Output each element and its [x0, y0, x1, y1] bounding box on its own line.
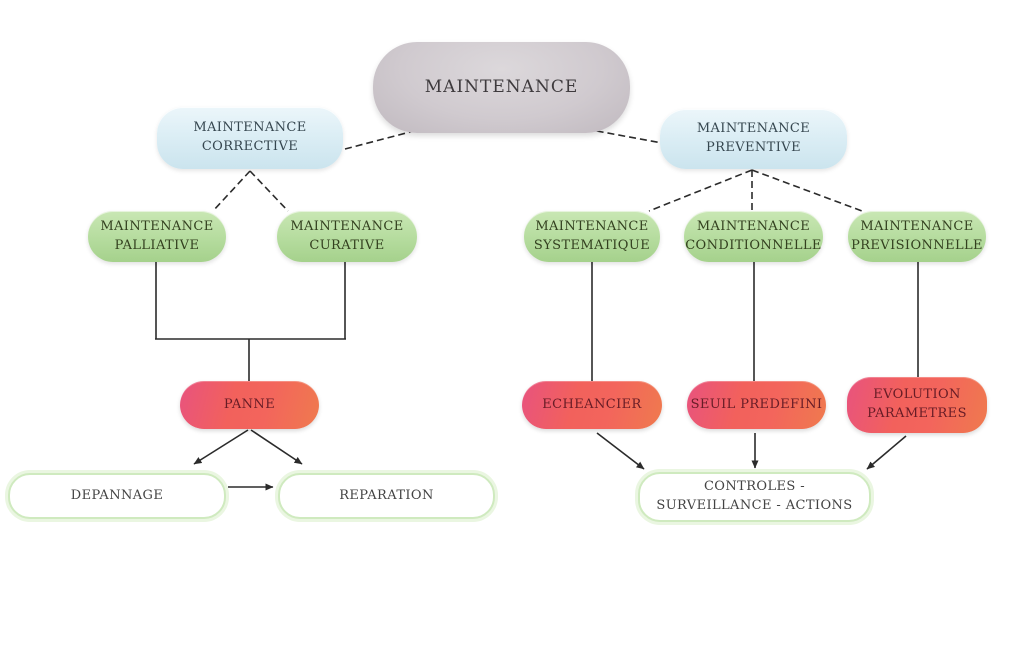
node-maintenance-previsionnelle: MAINTENANCE PREVISIONNELLE	[848, 211, 986, 262]
edge-evolution-controles	[866, 435, 907, 470]
node-seuil-predefini: SEUIL PREDEFINI	[687, 381, 826, 429]
node-maintenance-corrective: MAINTENANCE CORRECTIVE	[157, 107, 343, 169]
node-maintenance-conditionnelle: MAINTENANCE CONDITIONNELLE	[684, 211, 823, 262]
edge-panne-reparation	[250, 429, 303, 465]
node-panne: PANNE	[180, 381, 319, 429]
node-maintenance-systematique: MAINTENANCE SYSTEMATIQUE	[524, 211, 660, 262]
edge-preventive-previsionnelle	[751, 169, 863, 212]
node-reparation: REPARATION	[278, 473, 495, 519]
edge-corrective-palliative	[212, 170, 251, 212]
node-echeancier: ECHEANCIER	[522, 381, 662, 429]
node-maintenance-palliative: MAINTENANCE PALLIATIVE	[88, 211, 226, 262]
node-controles-surveillance-actions: CONTROLES - SURVEILLANCE - ACTIONS	[638, 472, 871, 522]
edge-panne-depannage	[193, 429, 249, 465]
edge-corrective-curative	[249, 170, 289, 212]
edge-echeancier-controles	[596, 432, 645, 470]
node-depannage: DEPANNAGE	[8, 473, 226, 519]
node-evolution-parametres: EVOLUTION PARAMETRES	[847, 377, 987, 433]
node-maintenance-curative: MAINTENANCE CURATIVE	[277, 211, 417, 262]
node-maintenance-preventive: MAINTENANCE PREVENTIVE	[660, 109, 847, 169]
node-maintenance: MAINTENANCE	[373, 42, 630, 133]
edge-preventive-systematique	[648, 169, 753, 212]
